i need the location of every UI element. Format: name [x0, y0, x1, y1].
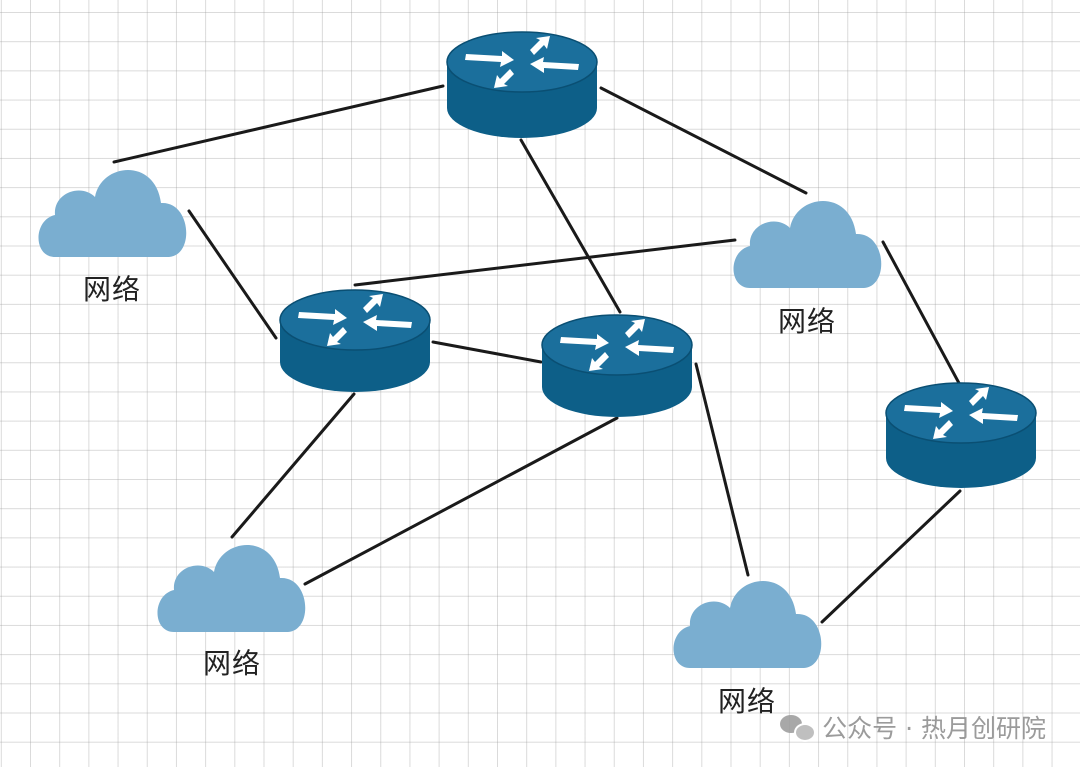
watermark: 公众号 · 热月创研院: [780, 709, 1046, 745]
cloud-label: 网络: [203, 647, 262, 680]
links-layer: [112, 84, 962, 624]
cloud-top-left-icon: [38, 170, 187, 257]
link-router-center-to-cloud-bottom-right: [694, 362, 750, 577]
link-router-right-to-cloud-bottom-right: [820, 489, 962, 624]
link-router-top-to-cloud-top-left: [112, 84, 445, 164]
link-router-top-to-cloud-right: [599, 86, 808, 195]
link-cloud-top-left-to-router-mid-left: [187, 209, 278, 340]
link-router-top-to-router-center: [519, 138, 622, 314]
router-center-icon: [541, 314, 693, 417]
router-mid-left-icon: [279, 289, 431, 392]
link-router-center-to-cloud-bottom-left: [303, 416, 619, 586]
cloud-bottom-left-icon: [157, 545, 306, 632]
link-cloud-right-to-router-right: [881, 240, 962, 387]
watermark-text: 公众号 · 热月创研院: [822, 714, 1046, 743]
cloud-right-icon: [733, 201, 882, 288]
cloud-bottom-right-icon: [673, 581, 822, 668]
link-router-mid-left-to-cloud-bottom-left: [230, 392, 356, 539]
cloud-label: 网络: [83, 273, 142, 306]
nodes-layer: [38, 31, 1037, 668]
cloud-label: 网络: [778, 305, 837, 338]
router-right-icon: [885, 382, 1037, 488]
wechat-icon: [780, 713, 817, 742]
router-top-icon: [446, 31, 598, 138]
cloud-label: 网络: [718, 685, 777, 718]
link-cloud-right-to-router-mid-left: [353, 238, 737, 287]
link-router-mid-left-to-router-center: [431, 340, 543, 364]
